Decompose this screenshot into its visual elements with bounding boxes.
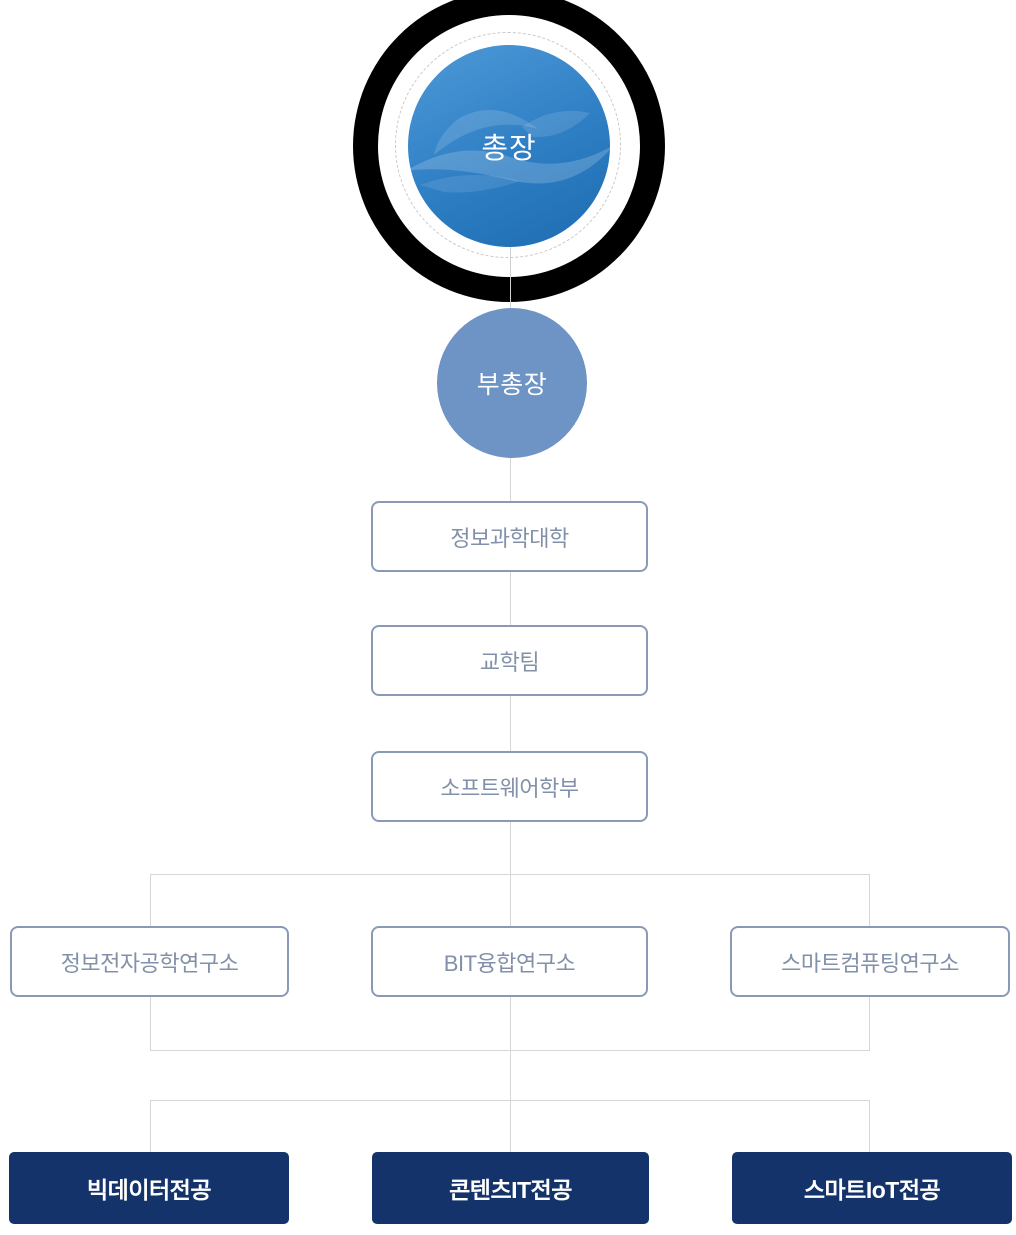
unit-box-college: 정보과학대학 bbox=[371, 501, 648, 572]
major-box-smart-iot: 스마트IoT전공 bbox=[732, 1152, 1012, 1224]
institute-label: 스마트컴퓨팅연구소 bbox=[781, 950, 959, 976]
connector-line bbox=[510, 821, 511, 874]
institute-box-smart-computing: 스마트컴퓨팅연구소 bbox=[730, 926, 1010, 997]
connector-line bbox=[510, 458, 511, 501]
unit-label: 교학팀 bbox=[479, 649, 540, 675]
wave-logo-icon bbox=[408, 110, 610, 193]
major-box-bigdata: 빅데이터전공 bbox=[9, 1152, 289, 1224]
vice-president-node: 부총장 bbox=[437, 308, 587, 458]
connector-line bbox=[150, 997, 151, 1050]
institute-box-bit-convergence: BIT융합연구소 bbox=[371, 926, 648, 997]
connector-line bbox=[510, 997, 511, 1050]
institute-label: BIT융합연구소 bbox=[443, 950, 576, 976]
institute-box-info-electronics: 정보전자공학연구소 bbox=[10, 926, 289, 997]
institute-label: 정보전자공학연구소 bbox=[60, 950, 239, 976]
connector-line bbox=[869, 1100, 870, 1152]
connector-line bbox=[510, 1050, 511, 1100]
connector-line bbox=[150, 1100, 151, 1152]
connector-line bbox=[510, 572, 511, 625]
connector-line bbox=[510, 247, 511, 308]
connector-line bbox=[869, 997, 870, 1050]
unit-label: 정보과학대학 bbox=[450, 525, 569, 551]
major-label: 빅데이터전공 bbox=[87, 1177, 211, 1203]
connector-line bbox=[150, 874, 151, 926]
president-node: 총장 bbox=[408, 45, 610, 247]
president-dashed-ring bbox=[395, 32, 621, 258]
unit-box-software-school: 소프트웨어학부 bbox=[371, 751, 648, 822]
unit-box-academic-team: 교학팀 bbox=[371, 625, 648, 696]
major-label: 스마트IoT전공 bbox=[803, 1177, 941, 1203]
connector-line bbox=[869, 874, 870, 926]
connector-line bbox=[510, 695, 511, 751]
major-box-contents-it: 콘텐츠IT전공 bbox=[372, 1152, 649, 1224]
connector-line bbox=[510, 874, 511, 926]
connector-line bbox=[510, 1100, 511, 1152]
vice-president-label: 부총장 bbox=[476, 371, 548, 399]
president-label: 총장 bbox=[481, 133, 537, 165]
unit-label: 소프트웨어학부 bbox=[440, 775, 579, 801]
major-label: 콘텐츠IT전공 bbox=[449, 1177, 572, 1203]
